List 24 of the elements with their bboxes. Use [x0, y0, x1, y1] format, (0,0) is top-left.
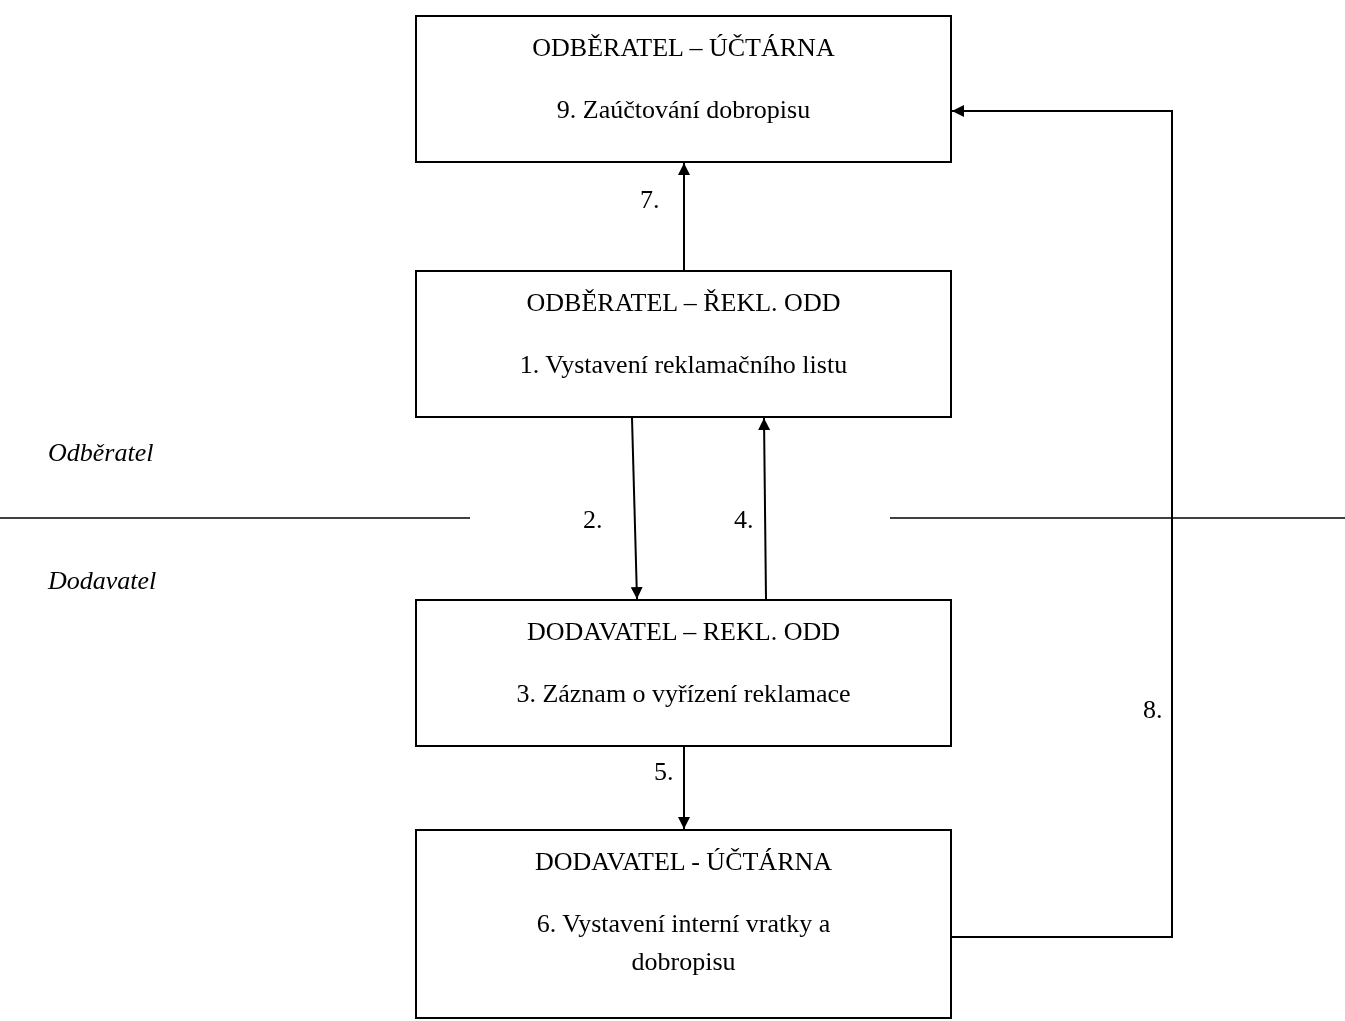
edge-label: 7.	[640, 185, 660, 215]
arrow	[678, 162, 690, 271]
edge-label: 4.	[734, 505, 754, 535]
arrow	[630, 417, 643, 600]
department-heading: ODBĚRATEL – ŘEKL. ODD	[526, 287, 841, 319]
arrow	[758, 417, 771, 600]
zone-label: Odběratel	[48, 438, 154, 468]
step-text: 9. Zaúčtování dobropisu	[556, 94, 811, 126]
step-text: 1. Vystavení reklamačního listu	[519, 349, 848, 381]
edge-label: 2.	[583, 505, 603, 535]
step-text: 3. Záznam o vyřízení reklamace	[516, 678, 851, 710]
arrow	[951, 105, 1173, 938]
department-heading: DODAVATEL - ÚČTÁRNA	[534, 846, 833, 878]
department-heading: DODAVATEL – REKL. ODD	[527, 616, 840, 648]
process-box	[415, 599, 952, 747]
process-box	[415, 15, 952, 163]
step-text: 6. Vystavení interní vratky a dobropisu	[535, 908, 832, 978]
edge-label: 8.	[1143, 695, 1163, 725]
zone-label: Dodavatel	[48, 566, 157, 596]
process-box	[415, 829, 952, 1019]
arrow	[678, 746, 690, 830]
department-heading: ODBĚRATEL – ÚČTÁRNA	[532, 32, 835, 64]
edge-label: 5.	[654, 757, 674, 787]
process-box	[415, 270, 952, 418]
